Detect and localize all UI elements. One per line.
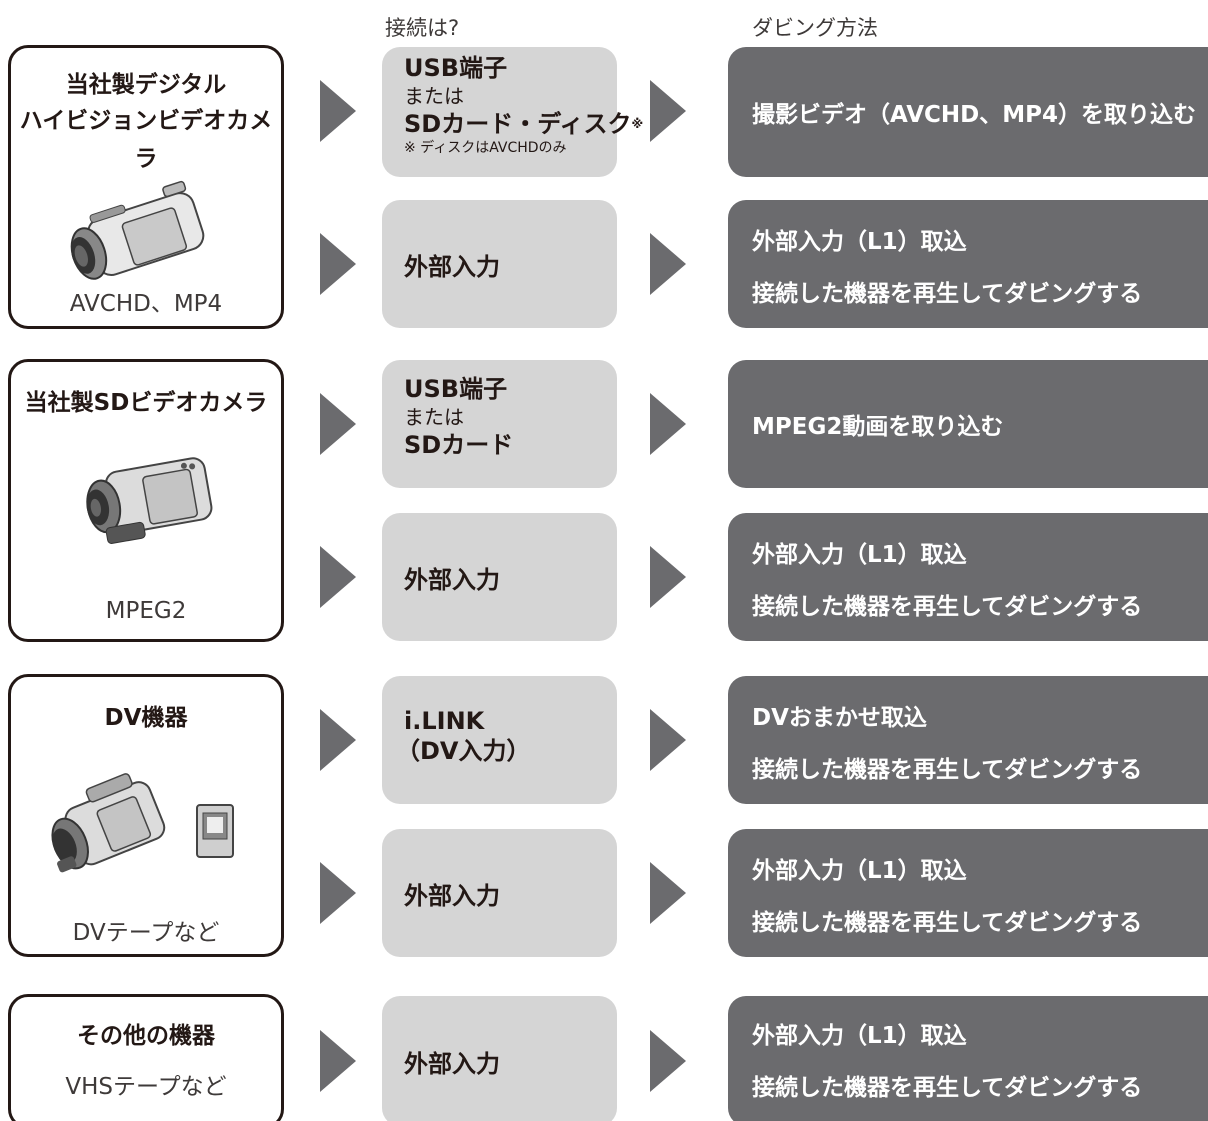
connection-external-input: 外部入力	[382, 513, 617, 641]
method-import-video: 撮影ビデオ（AVCHD、MP4）を取り込む	[728, 47, 1208, 177]
flow-arrow-icon	[650, 233, 686, 295]
flow-arrow-icon	[650, 546, 686, 608]
method-text: MPEG2動画を取り込む	[752, 414, 1004, 440]
flow-arrow-icon	[320, 393, 356, 455]
connection-label: 外部入力	[404, 252, 500, 281]
method-import-mpeg2: MPEG2動画を取り込む	[728, 360, 1208, 488]
connection-external-input: 外部入力	[382, 829, 617, 957]
flow-arrow-icon	[320, 546, 356, 608]
connection-line1: USB端子	[404, 54, 508, 82]
method-external-input: 外部入力（L1）取込 接続した機器を再生してダビングする	[728, 513, 1208, 641]
device-sd-camcorder: 当社製SDビデオカメラ MPEG2	[8, 359, 284, 642]
dv-camcorder-image	[51, 773, 234, 873]
method-line1: 外部入力（L1）取込	[752, 542, 967, 568]
device-format: AVCHD、MP4	[69, 291, 223, 317]
footnote-mark: ※	[631, 117, 644, 131]
method-external-input: 外部入力（L1）取込 接続した機器を再生してダビングする	[728, 829, 1208, 957]
connection-line2: または	[404, 405, 464, 429]
flow-arrow-icon	[650, 393, 686, 455]
device-name: その他の機器	[77, 1023, 215, 1049]
device-name: 当社製SDビデオカメラ	[24, 390, 268, 416]
connection-label: 外部入力	[404, 1049, 500, 1078]
connection-line3: SDカード・ディスク※	[404, 110, 644, 138]
flow-arrow-icon	[650, 80, 686, 142]
method-external-input: 外部入力（L1）取込 接続した機器を再生してダビングする	[728, 996, 1208, 1121]
method-line1: DVおまかせ取込	[752, 705, 927, 731]
connection-external-input: 外部入力	[382, 996, 617, 1121]
sd-camcorder-image	[86, 457, 213, 544]
flow-arrow-icon	[650, 709, 686, 771]
flow-arrow-icon	[320, 80, 356, 142]
device-other: その他の機器 VHSテープなど	[8, 994, 284, 1121]
connection-line2: （DV入力）	[396, 737, 531, 765]
device-name-line1: 当社製デジタル	[65, 72, 227, 98]
method-line1: 外部入力（L1）取込	[752, 229, 967, 255]
device-name: DV機器	[104, 705, 188, 731]
method-dv-auto: DVおまかせ取込 接続した機器を再生してダビングする	[728, 676, 1208, 804]
device-format: MPEG2	[105, 598, 187, 624]
connection-label: 外部入力	[404, 565, 500, 594]
device-hd-camcorder: 当社製デジタル ハイビジョンビデオカメラ AVCHD、MP4	[8, 45, 284, 329]
connection-external-input: 外部入力	[382, 200, 617, 328]
hd-camcorder-image	[70, 180, 205, 280]
connection-header: 接続は?	[385, 16, 460, 40]
device-format: DVテープなど	[72, 920, 220, 946]
flow-arrow-icon	[320, 1030, 356, 1092]
connection-line2: または	[404, 84, 464, 108]
connection-label: 外部入力	[404, 881, 500, 910]
connection-line1: USB端子	[404, 375, 508, 403]
connection-line1: i.LINK	[404, 707, 485, 735]
method-text: 撮影ビデオ（AVCHD、MP4）を取り込む	[752, 102, 1197, 128]
connection-footnote: ※ ディスクはAVCHDのみ	[404, 140, 567, 156]
flow-arrow-icon	[320, 862, 356, 924]
method-line1: 外部入力（L1）取込	[752, 858, 967, 884]
method-line2: 接続した機器を再生してダビングする	[752, 281, 1143, 307]
flow-arrow-icon	[320, 233, 356, 295]
connection-line3: SDカード	[404, 431, 514, 459]
flow-arrow-icon	[320, 709, 356, 771]
method-line2: 接続した機器を再生してダビングする	[752, 1075, 1143, 1101]
method-line2: 接続した機器を再生してダビングする	[752, 910, 1143, 936]
dv-tape-icon	[196, 804, 234, 858]
method-line2: 接続した機器を再生してダビングする	[752, 594, 1143, 620]
device-dv: DV機器 DVテープなど	[8, 674, 284, 957]
connection-usb-sd: USB端子 または SDカード	[382, 360, 617, 488]
method-external-input: 外部入力（L1）取込 接続した機器を再生してダビングする	[728, 200, 1208, 328]
connection-usb-sd-disc: USB端子 または SDカード・ディスク※ ※ ディスクはAVCHDのみ	[382, 47, 644, 177]
connection-ilink: i.LINK （DV入力）	[382, 676, 617, 804]
flow-arrow-icon	[650, 862, 686, 924]
device-name-line2: ハイビジョンビデオカメラ	[19, 108, 273, 172]
method-line2: 接続した機器を再生してダビングする	[752, 757, 1143, 783]
dubbing-method-header: ダビング方法	[752, 16, 878, 40]
flow-arrow-icon	[650, 1030, 686, 1092]
device-format: VHSテープなど	[65, 1074, 227, 1100]
method-line1: 外部入力（L1）取込	[752, 1023, 967, 1049]
